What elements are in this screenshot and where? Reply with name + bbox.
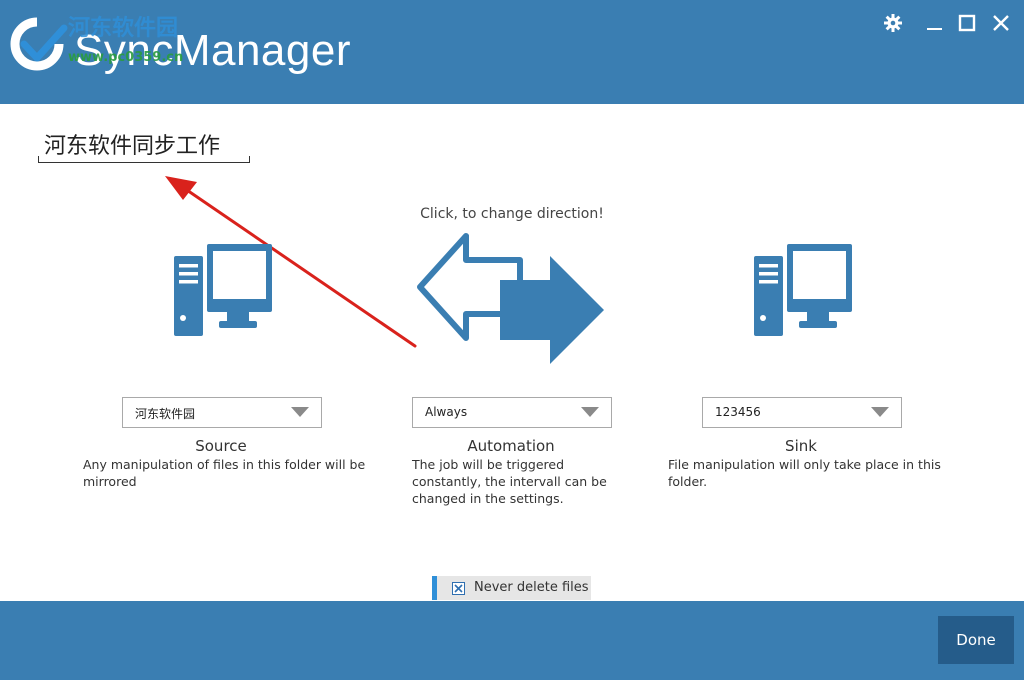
source-title: Source <box>195 437 247 455</box>
job-name-input[interactable] <box>44 128 244 160</box>
sink-description: File manipulation will only take place i… <box>668 457 941 489</box>
app-title: SyncManager <box>74 26 351 75</box>
automation-description: The job will be triggered constantly, th… <box>412 457 607 506</box>
minimize-button[interactable] <box>924 12 946 34</box>
field-edge-left <box>38 156 39 162</box>
maximize-button[interactable] <box>956 12 978 34</box>
automation-mode-select[interactable]: Always <box>412 397 612 428</box>
source-description: Any manipulation of files in this folder… <box>83 457 366 489</box>
automation-mode-value: Always <box>425 405 468 419</box>
maximize-icon <box>958 14 976 32</box>
watermark-title: 河东软件园 <box>68 16 179 41</box>
app-logo-icon <box>10 17 68 71</box>
never-delete-files-label: Never delete files <box>474 580 589 595</box>
never-delete-files-checkbox[interactable]: Never delete files <box>432 576 591 600</box>
title-bar: SyncManager 河东软件园 www.pc0359.cn <box>0 0 1024 104</box>
close-button[interactable] <box>990 12 1012 34</box>
direction-hint: Click, to change direction! <box>420 206 604 222</box>
sync-direction-toggle[interactable] <box>416 232 608 366</box>
chevron-down-icon <box>291 407 309 417</box>
source-folder-value: 河东软件园 <box>135 407 196 421</box>
sink-folder-select[interactable]: 123456 <box>702 397 902 428</box>
job-name-field <box>38 128 250 163</box>
check-x-icon <box>454 584 463 593</box>
minimize-icon <box>927 28 942 30</box>
sink-computer-icon <box>754 244 852 336</box>
focus-indicator <box>432 576 437 600</box>
gear-icon <box>884 14 902 32</box>
source-folder-select[interactable]: 河东软件园 <box>122 397 322 428</box>
footer-bar <box>0 601 1024 680</box>
source-computer-icon <box>174 244 272 336</box>
close-icon <box>993 15 1009 31</box>
settings-button[interactable] <box>882 12 904 34</box>
field-edge-right <box>249 156 250 162</box>
sink-title: Sink <box>785 437 817 455</box>
checkbox-box <box>452 582 465 595</box>
done-button[interactable]: Done <box>938 616 1014 664</box>
chevron-down-icon <box>581 407 599 417</box>
chevron-down-icon <box>871 407 889 417</box>
automation-title: Automation <box>467 437 555 455</box>
sink-folder-value: 123456 <box>715 405 761 419</box>
watermark-url: www.pc0359.cn <box>68 50 184 65</box>
